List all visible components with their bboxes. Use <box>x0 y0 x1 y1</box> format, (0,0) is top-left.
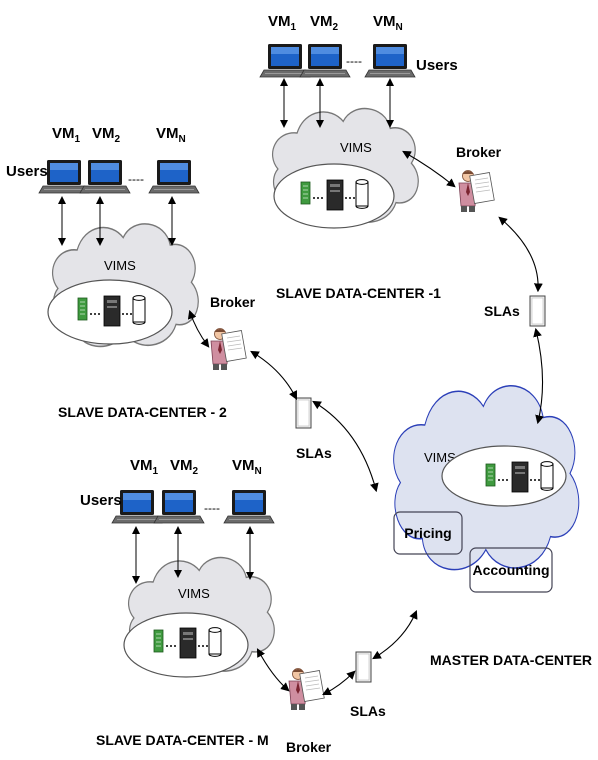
pricing-label: Pricing <box>404 525 451 541</box>
sla-label: SLAs <box>296 445 332 461</box>
slave-datacenter-m: VIMS ---- VM1 VM2 VMN Users SLAVE DATA-C… <box>80 457 275 748</box>
users-label: Users <box>416 57 458 74</box>
broker-label: Broker <box>210 294 256 310</box>
laptop-icon <box>223 489 275 524</box>
ellipsis-dots: ---- <box>128 172 144 186</box>
slave-datacenter-1: VIMS ---- VM1 VM2 VMN Users SLAVE DATA-C… <box>259 13 458 301</box>
master-datacenter: VIMS Pricing Accounting MASTER DATA-CENT… <box>392 385 592 668</box>
sla-m: SLAs <box>350 651 386 719</box>
vm-label: VM1 <box>268 13 297 33</box>
broker-person-icon <box>458 170 495 213</box>
vm-label: VMN <box>232 457 262 477</box>
arrow-sla1-master <box>533 327 544 425</box>
vm-label: VM2 <box>310 13 339 33</box>
pricing-box <box>393 511 463 555</box>
broker-person-icon <box>210 328 247 371</box>
laptop-icon <box>299 43 351 78</box>
vm-label: VM1 <box>52 125 81 145</box>
arrow-dcm-brokerm <box>256 648 290 692</box>
sla-1: SLAs <box>484 295 546 327</box>
accounting-box <box>469 547 553 593</box>
sla-document-icon <box>295 397 312 429</box>
laptop-icon <box>79 159 131 194</box>
arrow-slam-master <box>372 609 418 660</box>
arrow-dc2-broker2 <box>187 309 210 348</box>
vm-label: VMN <box>156 125 186 145</box>
ellipsis-dots: ---- <box>346 54 362 68</box>
broker-label: Broker <box>456 144 502 160</box>
arrow-brokerm-slam <box>322 670 356 695</box>
users-label: Users <box>6 163 48 180</box>
connection-arrows <box>187 150 544 695</box>
sla-document-icon <box>529 295 546 327</box>
sla-document-icon <box>355 651 372 683</box>
accounting-label: Accounting <box>473 562 550 578</box>
laptop-icon <box>364 43 416 78</box>
slave-datacenter-2: VIMS ---- VM1 VM2 VMN Users SLAVE DATA-C… <box>6 125 227 420</box>
laptop-icon <box>148 159 200 194</box>
vm-label: VM1 <box>130 457 159 477</box>
vm-label: VM2 <box>92 125 121 145</box>
sla-label: SLAs <box>350 703 386 719</box>
ellipsis-dots: ---- <box>204 501 220 515</box>
arrow-broker1-sla1 <box>498 216 543 293</box>
vims-label: VIMS <box>178 586 210 601</box>
datacenter-title: MASTER DATA-CENTER <box>430 652 592 668</box>
sla-2: SLAs <box>295 397 332 461</box>
datacenter-title: SLAVE DATA-CENTER - 2 <box>58 404 227 420</box>
vims-label: VIMS <box>104 258 136 273</box>
users-label: Users <box>80 492 122 509</box>
broker-person-icon <box>288 668 325 711</box>
arrow-dc1-broker1 <box>402 150 456 188</box>
vims-label: VIMS <box>424 450 456 465</box>
sla-label: SLAs <box>484 303 520 319</box>
datacenter-title: SLAVE DATA-CENTER -1 <box>276 285 441 301</box>
broker-1: Broker <box>456 144 502 213</box>
laptop-icon <box>153 489 205 524</box>
arrow-sla2-master <box>312 400 379 493</box>
datacenter-title: SLAVE DATA-CENTER - M <box>96 732 269 748</box>
arrow-broker2-sla2 <box>250 350 297 400</box>
vims-label: VIMS <box>340 140 372 155</box>
broker-m: Broker <box>286 668 332 755</box>
vm-label: VM2 <box>170 457 199 477</box>
broker-label: Broker <box>286 739 332 755</box>
vm-label: VMN <box>373 13 403 33</box>
vims-ellipse <box>441 445 567 507</box>
broker-2: Broker <box>210 294 256 371</box>
